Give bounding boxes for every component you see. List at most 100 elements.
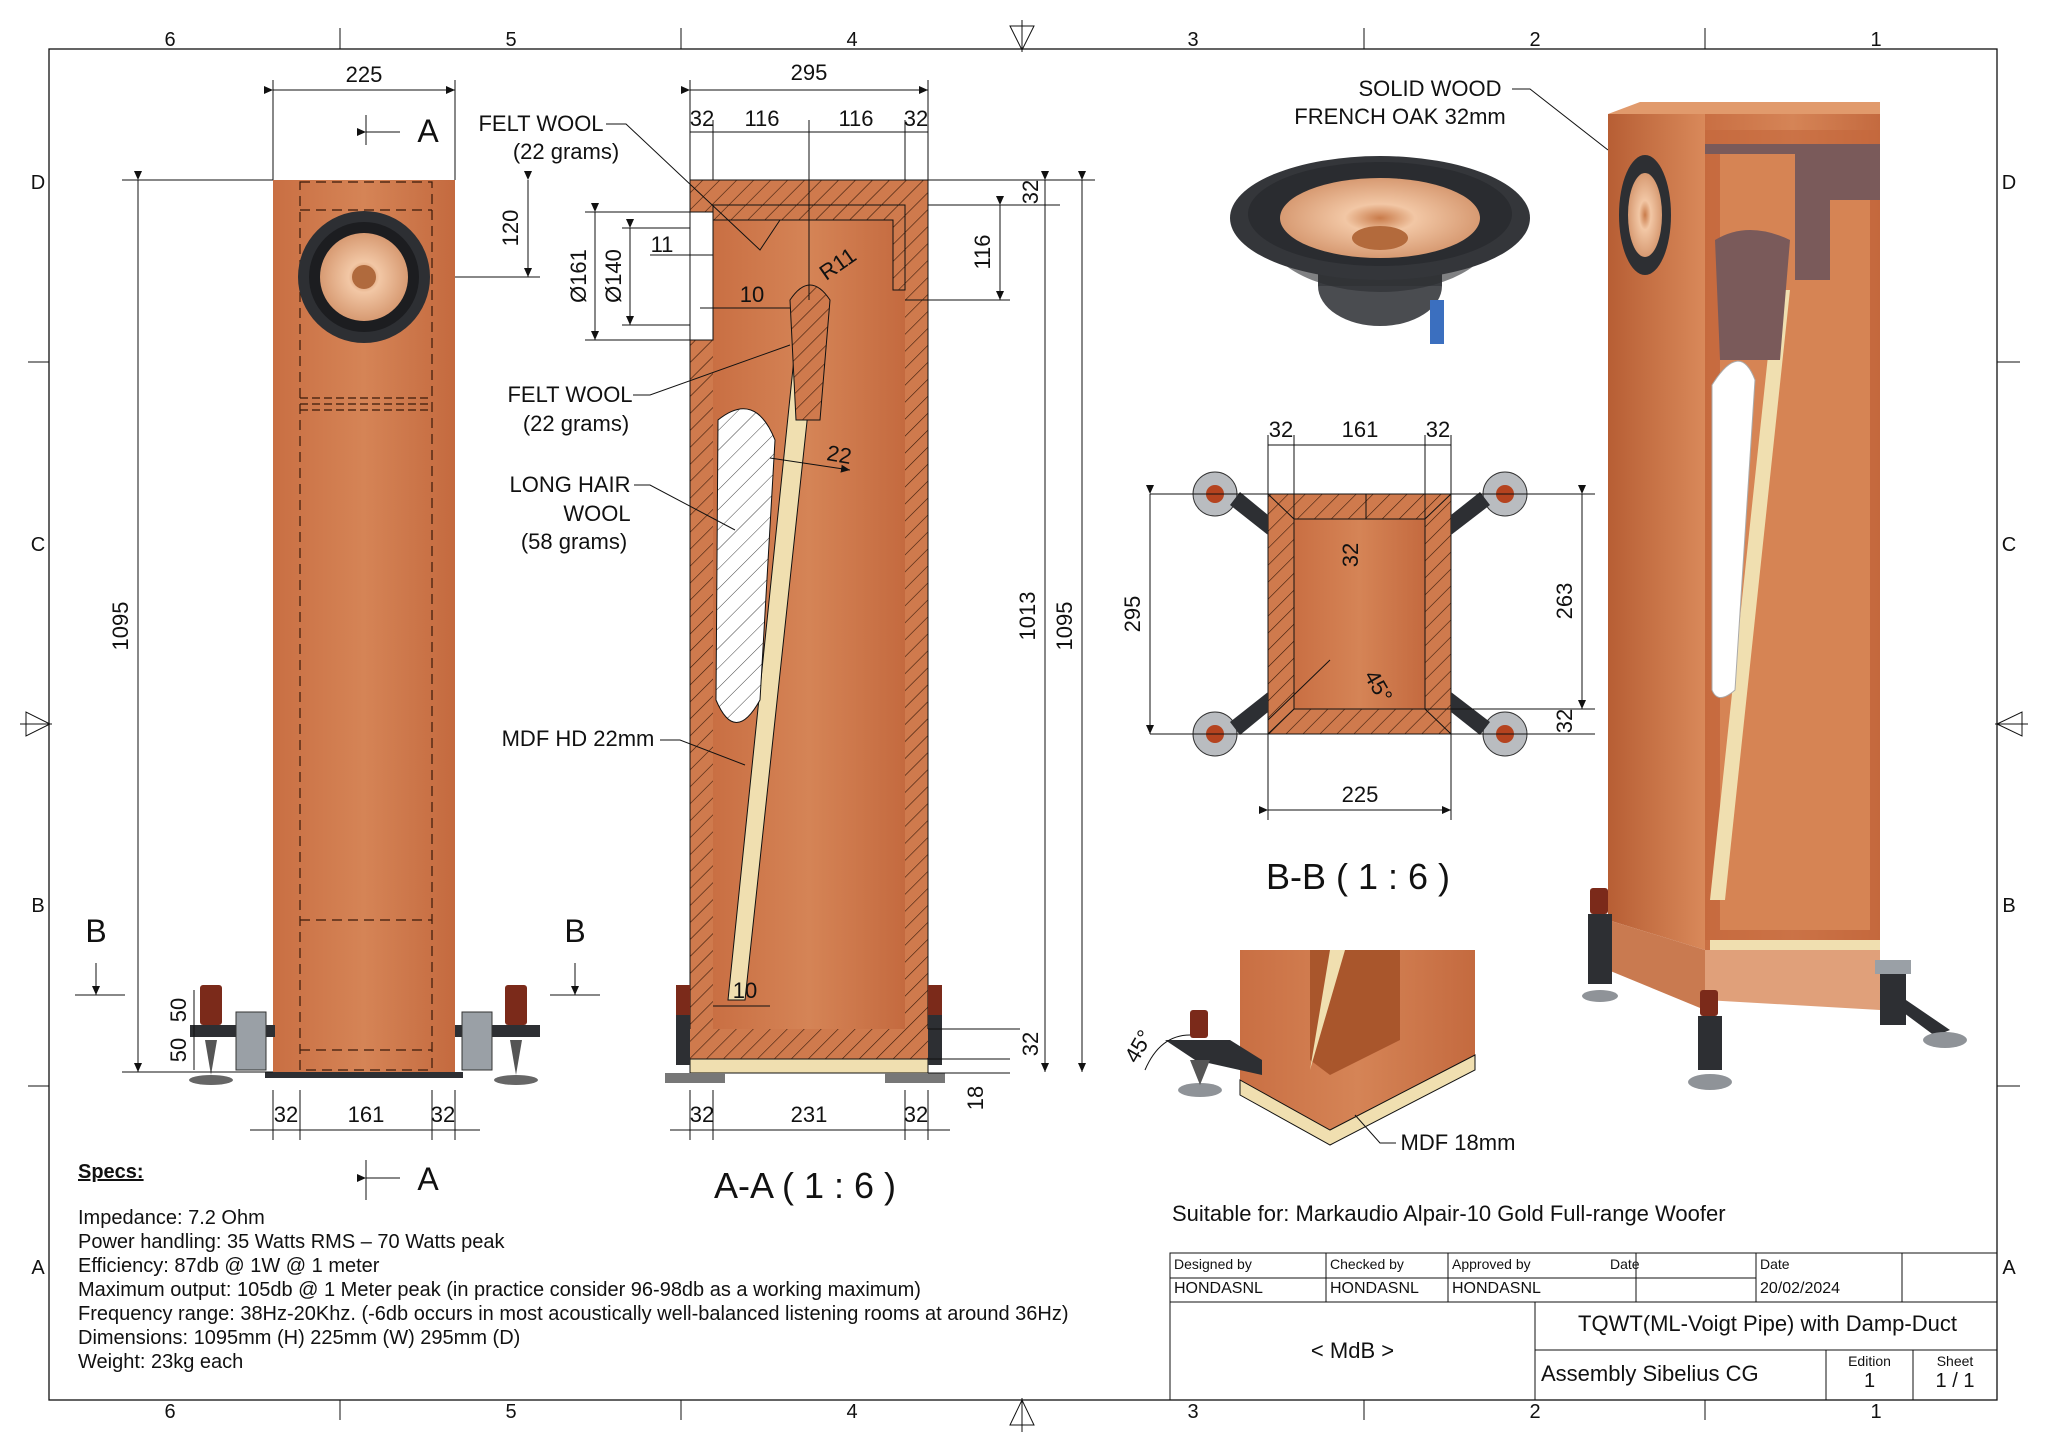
bb-left-295: 295 — [1120, 596, 1145, 633]
drawing-subtitle: Assembly Sibelius CG — [1541, 1361, 1759, 1386]
front-bottom-161: 161 — [348, 1102, 385, 1127]
aa-height-1013: 1013 — [1015, 592, 1040, 641]
front-width-dim: 225 — [346, 62, 383, 87]
spec-power: Power handling: 35 Watts RMS – 70 Watts … — [78, 1231, 505, 1253]
zone-row-d-right: D — [2002, 172, 2016, 194]
bb-top-32b: 32 — [1426, 417, 1450, 442]
front-foot-right — [455, 985, 540, 1085]
aa-dia-161: Ø161 — [566, 249, 591, 303]
solid-wood-label: SOLID WOOD — [1358, 76, 1501, 101]
edition-value: 1 — [1863, 1370, 1876, 1392]
long-hair-grams: (58 grams) — [521, 529, 627, 554]
section-bb: 32 161 32 295 32 45° 263 32 225 B-B ( 1 … — [1120, 417, 1595, 897]
zone-col-3: 3 — [1187, 29, 1198, 51]
zone-col-4-bottom: 4 — [846, 1401, 857, 1423]
aa-seg-116b: 116 — [838, 106, 873, 131]
aa-bottom-10: 10 — [733, 978, 757, 1003]
zone-col-6-bottom: 6 — [164, 1401, 175, 1423]
aa-bot-231: 231 — [791, 1102, 828, 1127]
zone-col-1: 1 — [1870, 29, 1881, 51]
spec-dimensions: Dimensions: 1095mm (H) 225mm (W) 295mm (… — [78, 1327, 521, 1349]
aa-dim-22: 22 — [825, 440, 853, 469]
driver-render — [1230, 156, 1530, 344]
bb-bottom-225: 225 — [1342, 782, 1379, 807]
checked-by-value: HONDASNL — [1330, 1280, 1419, 1297]
foot-detail: 45° MDF 18mm — [1119, 950, 1515, 1155]
checked-by-label: Checked by — [1330, 1256, 1404, 1272]
section-a-top: A — [417, 113, 439, 149]
zone-col-5-bottom: 5 — [505, 1401, 516, 1423]
drawing-title: TQWT(ML-Voigt Pipe) with Damp-Duct — [1578, 1311, 1957, 1336]
aa-bot-32b: 32 — [904, 1102, 928, 1127]
felt-wool-label-1: FELT WOOL — [478, 111, 603, 136]
date-value: 20/02/2024 — [1760, 1280, 1841, 1297]
front-view: 225 1095 120 50 50 32 161 32 A A B B — [75, 62, 600, 1200]
zone-col-2-bottom: 2 — [1529, 1401, 1540, 1423]
section-b-left: B — [85, 913, 106, 949]
aa-seg-116a: 116 — [744, 106, 779, 131]
bb-top-161: 161 — [1342, 417, 1379, 442]
spec-impedance: Impedance: 7.2 Ohm — [78, 1207, 265, 1229]
bb-right-32: 32 — [1552, 709, 1577, 733]
foot-50-top-dim: 50 — [166, 998, 191, 1022]
spec-max-output: Maximum output: 105db @ 1 Meter peak (in… — [78, 1279, 921, 1301]
bb-top-32a: 32 — [1269, 417, 1293, 442]
specs-block: Specs: Impedance: 7.2 Ohm Power handling… — [78, 1160, 1178, 1374]
leader-labels: FELT WOOL (22 grams) FELT WOOL (22 grams… — [478, 76, 1609, 766]
zone-row-d: D — [31, 172, 45, 194]
approved-date-label: Date — [1610, 1256, 1640, 1272]
foot-50-bottom-dim: 50 — [166, 1038, 191, 1062]
aa-dim-11: 11 — [651, 232, 674, 257]
designed-by-value: HONDASNL — [1174, 1280, 1263, 1297]
zone-col-2: 2 — [1529, 29, 1540, 51]
sheet-label: Sheet — [1936, 1353, 1974, 1369]
aa-overall-dim: 295 — [791, 60, 828, 85]
designed-by-label: Designed by — [1174, 1256, 1252, 1272]
felt-wool-label-2: FELT WOOL — [507, 382, 632, 407]
front-bottom-32b: 32 — [431, 1102, 455, 1127]
aa-height-1095: 1095 — [1052, 602, 1077, 651]
aa-top-32: 32 — [1018, 180, 1043, 204]
mdf-18-label: MDF 18mm — [1401, 1130, 1516, 1155]
long-hair-wool-fill — [715, 408, 776, 723]
driver-offset-dim: 120 — [498, 210, 523, 247]
suitable-for-text: Suitable for: Markaudio Alpair-10 Gold F… — [1172, 1201, 1726, 1226]
felt-wool-grams-2: (22 grams) — [523, 411, 629, 436]
zone-row-a-right: A — [2002, 1257, 2016, 1279]
aa-bottom-32: 32 — [1018, 1032, 1043, 1056]
zone-row-b-right: B — [2002, 895, 2015, 917]
approved-by-label: Approved by — [1452, 1256, 1531, 1272]
zone-row-a: A — [31, 1257, 45, 1279]
aa-bot-32a: 32 — [690, 1102, 714, 1127]
bb-feet — [1192, 471, 1528, 757]
section-a-bottom: A — [417, 1161, 439, 1197]
foot-angle-45: 45° — [1119, 1026, 1157, 1067]
zone-col-3-bottom: 3 — [1187, 1401, 1198, 1423]
zone-row-c: C — [31, 534, 45, 556]
aa-right-116: 116 — [970, 234, 995, 269]
edition-label: Edition — [1848, 1353, 1891, 1369]
front-height-dim: 1095 — [108, 602, 133, 651]
approved-by-value: HONDASNL — [1452, 1280, 1541, 1297]
cabinet-feet — [1582, 888, 1967, 1090]
aa-dia-140: Ø140 — [601, 249, 626, 303]
aa-seg-32b: 32 — [904, 106, 928, 131]
spec-weight: Weight: 23kg each — [78, 1351, 244, 1373]
section-b-right: B — [564, 913, 585, 949]
aa-dim-10: 10 — [740, 282, 764, 307]
sheet-value: 1 / 1 — [1935, 1370, 1975, 1392]
front-driver — [298, 211, 430, 343]
bb-right-263: 263 — [1552, 583, 1577, 620]
french-oak-label: FRENCH OAK 32mm — [1294, 104, 1505, 129]
front-foot-left — [189, 985, 275, 1085]
long-hair-label-2: WOOL — [563, 501, 630, 526]
spec-efficiency: Efficiency: 87db @ 1W @ 1 meter — [78, 1255, 380, 1277]
zone-col-6: 6 — [164, 29, 175, 51]
section-aa: 295 32 116 116 32 32 116 1013 1095 32 18… — [566, 60, 1095, 1206]
cabinet-render — [1582, 102, 1967, 1090]
front-bottom-32a: 32 — [274, 1102, 298, 1127]
zone-col-5: 5 — [505, 29, 516, 51]
bb-inner-32: 32 — [1338, 543, 1363, 567]
specs-header: Specs: — [78, 1161, 144, 1183]
